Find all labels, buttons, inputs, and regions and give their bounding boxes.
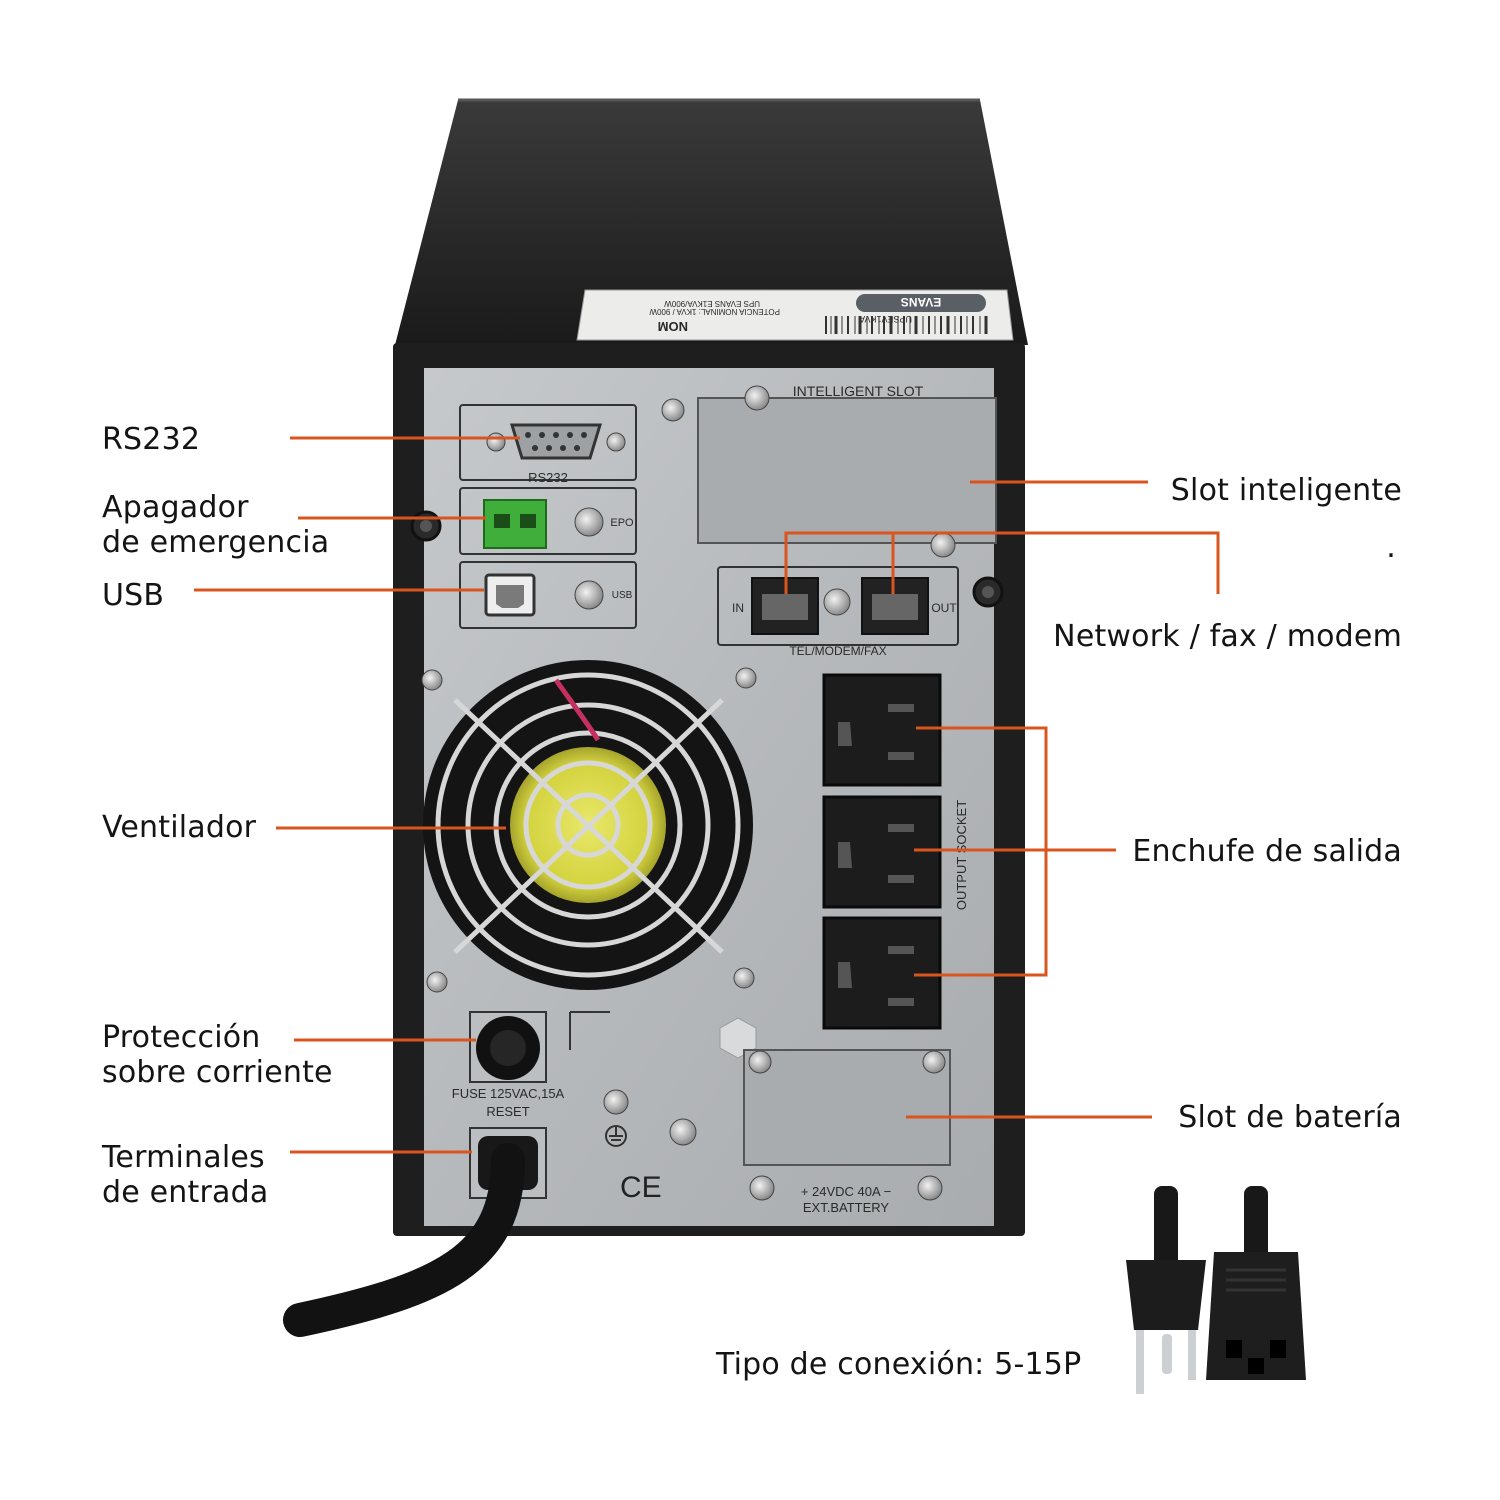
output-sockets: OUTPUT SOCKET — [822, 673, 969, 1030]
sticker-line2: POTENCIA NOMINAL: 1KVA / 900W — [649, 307, 780, 316]
usb-panel-label: USB — [612, 590, 633, 601]
callout-usb: USB — [102, 578, 165, 613]
input-terminal — [283, 1127, 547, 1337]
fuse-panel-label: FUSE 125VAC,15A — [452, 1086, 565, 1101]
nema-5-15p-plug — [1126, 1186, 1206, 1394]
callout-input-line2: de entrada — [102, 1175, 269, 1210]
sticker-barcode — [825, 316, 988, 334]
cooling-fan — [421, 660, 757, 993]
tel-modem-fax-panel-label: TEL/MODEM/FAX — [789, 644, 886, 658]
callout-overcurrent-line1: Protección — [102, 1020, 261, 1055]
sticker-line1: UPS EVANS E1KVA/900W — [664, 299, 760, 308]
callout-overcurrent-line2: sobre corriente — [102, 1055, 333, 1090]
output-socket-1 — [822, 673, 942, 787]
leader-lines — [194, 436, 1220, 1154]
hex-plug — [719, 1017, 757, 1059]
iec-c13-connector — [1206, 1186, 1306, 1380]
spec-sticker: UPS EVANS E1KVA/900W POTENCIA NOMINAL: 1… — [576, 289, 1014, 341]
fuse-reset: FUSE 125VAC,15A RESET — [452, 1011, 610, 1119]
ground-symbol — [605, 1125, 627, 1147]
battery-rating-label: + 24VDC 40A − — [801, 1184, 891, 1199]
output-socket-3 — [822, 916, 942, 1030]
callout-fan: Ventilador — [102, 810, 257, 845]
ext-battery-label: EXT.BATTERY — [803, 1200, 890, 1215]
tel-out-label: OUT — [931, 601, 957, 615]
output-socket-panel-label: OUTPUT SOCKET — [954, 800, 969, 910]
sticker-brand-logo: EVANS — [901, 295, 941, 309]
epo-panel-label: EPO — [610, 517, 634, 529]
sticker-model: UPSEV1KVA — [859, 314, 912, 324]
callout-network: Network / fax / modem — [1053, 619, 1402, 654]
epo-terminal: EPO — [459, 487, 637, 555]
rs232-panel-label: RS232 — [528, 470, 568, 485]
output-socket-2 — [822, 795, 942, 909]
reset-panel-label: RESET — [486, 1104, 529, 1119]
callout-connection-type: Tipo de conexión: 5-15P — [716, 1347, 1082, 1382]
leader-network — [784, 531, 1220, 594]
callout-epo-line1: Apagador — [102, 490, 249, 525]
callout-battery-slot: Slot de batería — [1178, 1100, 1402, 1135]
callout-stray-dot: . — [1386, 530, 1396, 565]
tel-in-label: IN — [732, 601, 744, 615]
battery-slot: + 24VDC 40A − EXT.BATTERY — [743, 1049, 951, 1215]
callout-rs232: RS232 — [102, 422, 201, 457]
rs232-port: RS232 — [459, 404, 637, 485]
callout-output-socket: Enchufe de salida — [1132, 834, 1402, 869]
usb-port: USB — [459, 561, 637, 629]
callout-intelligent-slot: Slot inteligente — [1170, 473, 1402, 508]
leader-output — [914, 726, 1116, 977]
callout-epo-line2: de emergencia — [102, 525, 330, 560]
callout-input-line1: Terminales — [102, 1140, 265, 1175]
sticker-nom: NOM — [658, 319, 688, 334]
ce-mark: CE — [620, 1171, 662, 1204]
case-top — [395, 100, 1028, 345]
intelligent-slot-panel-label: INTELLIGENT SLOT — [793, 383, 924, 399]
intelligent-slot-cover: INTELLIGENT SLOT — [661, 383, 997, 558]
